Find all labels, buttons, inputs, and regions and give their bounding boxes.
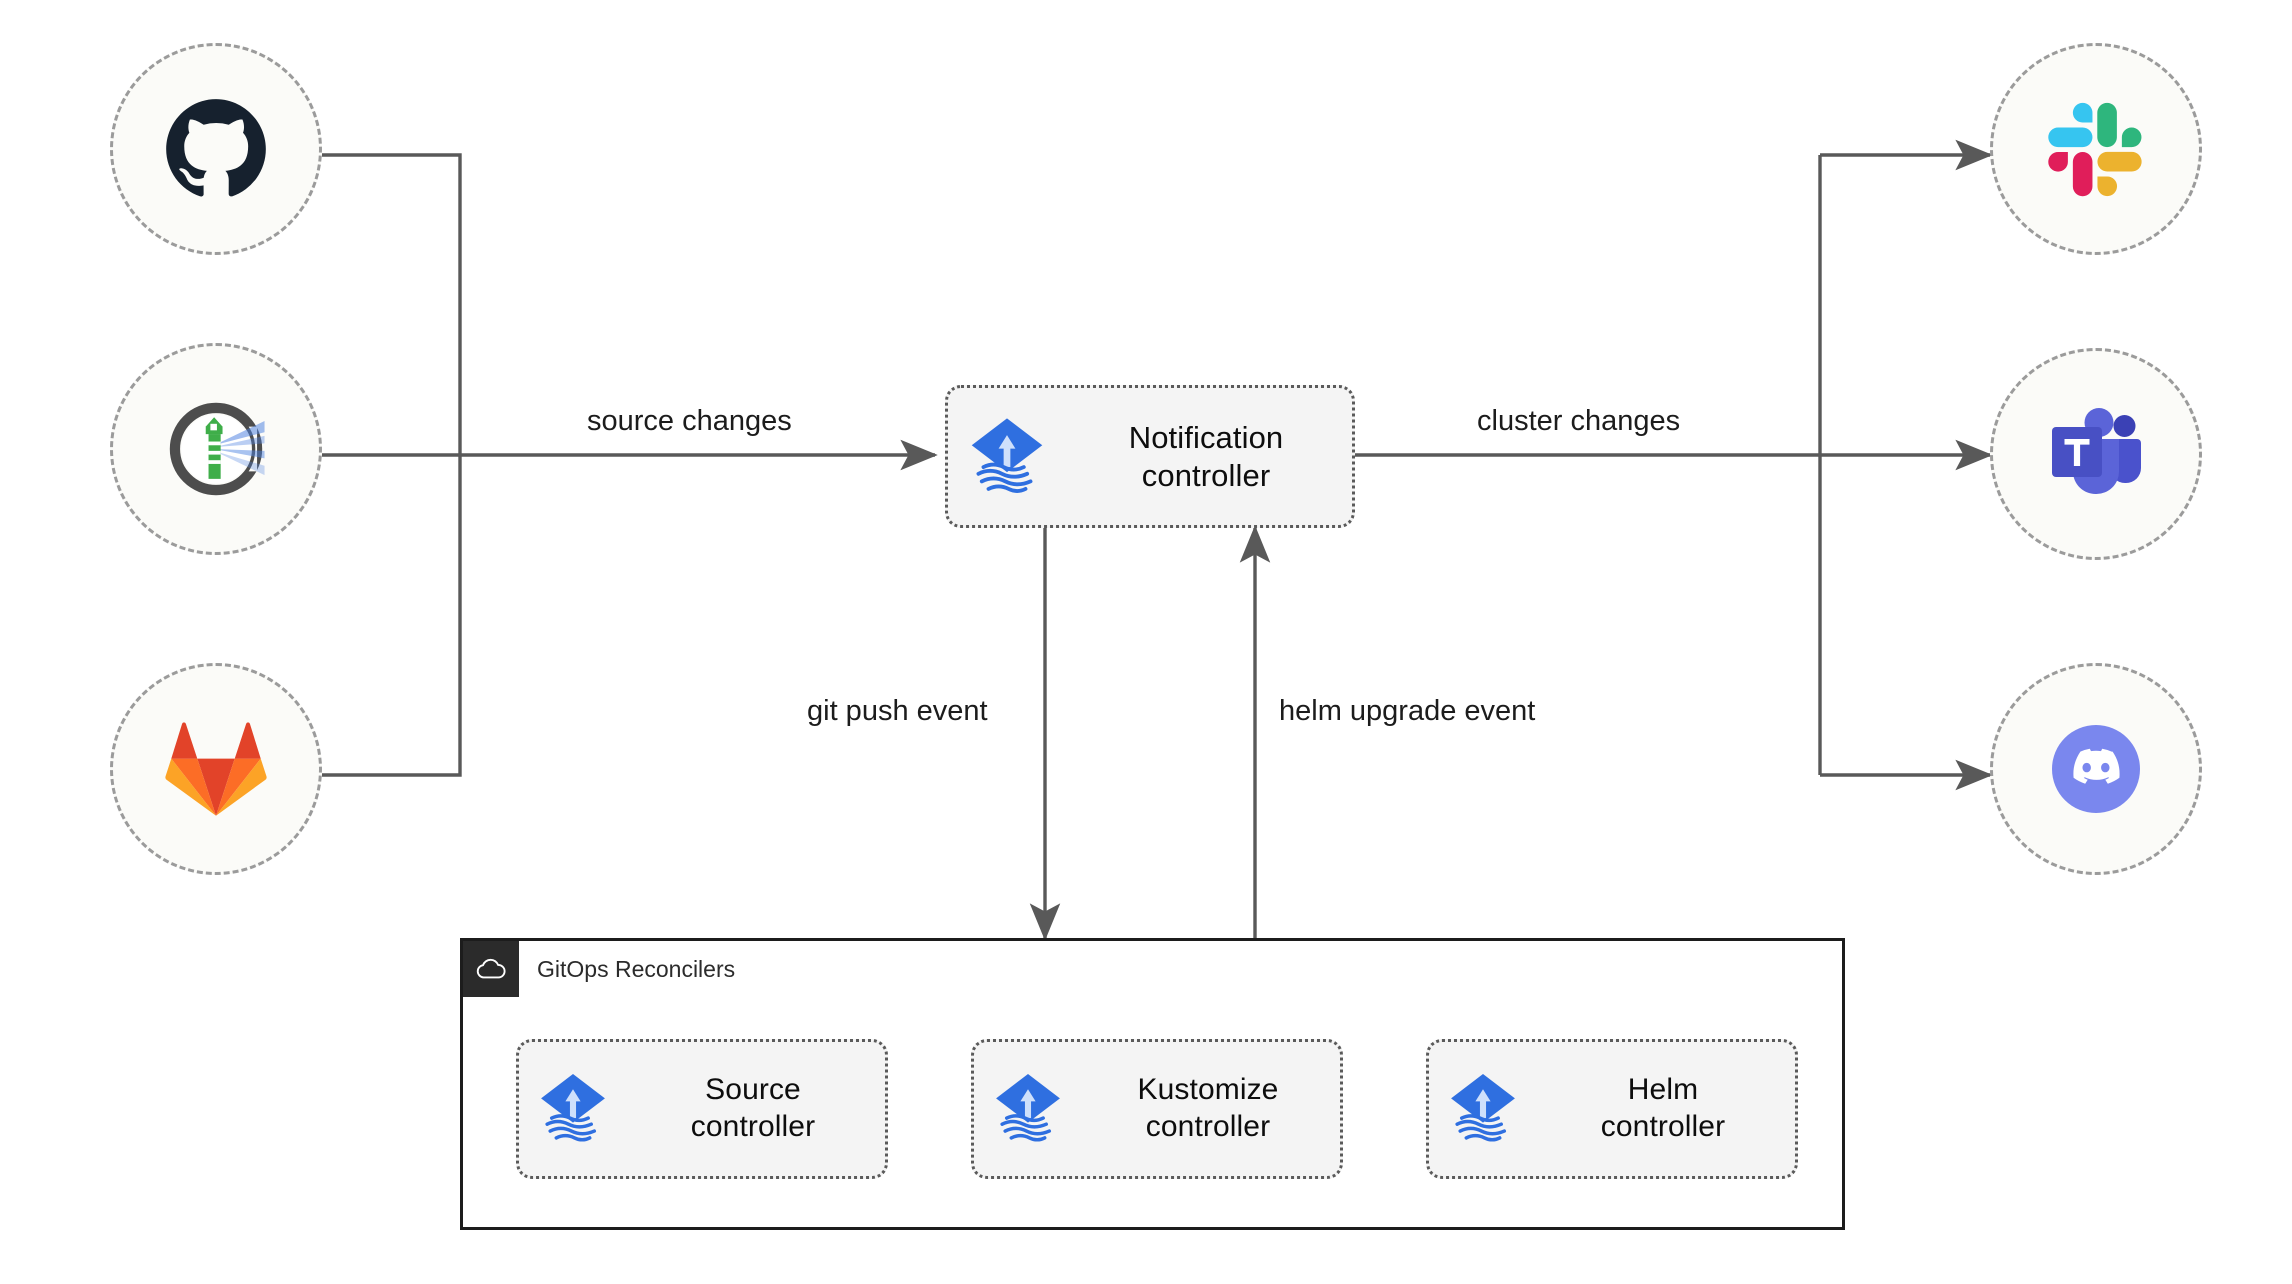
github-icon	[164, 97, 268, 201]
source-node-github[interactable]	[110, 43, 322, 255]
group-title: GitOps Reconcilers	[537, 955, 736, 982]
microsoft-teams-icon	[2044, 402, 2148, 506]
kustomize-controller-label: Kustomize controller	[1137, 1073, 1279, 1143]
discord-icon	[2041, 714, 2151, 824]
source-node-flux[interactable]	[110, 343, 322, 555]
edge-label-git-push-event: git push event	[800, 695, 995, 728]
flux-logo-icon	[519, 1071, 627, 1147]
edge-label-source-changes: source changes	[580, 405, 799, 438]
flux-logo-icon	[1429, 1071, 1537, 1147]
gitlab-icon	[164, 717, 268, 821]
flux-logo-icon	[948, 415, 1066, 499]
group-header: GitOps Reconcilers	[463, 941, 735, 997]
source-node-gitlab[interactable]	[110, 663, 322, 875]
flux-lighthouse-icon	[160, 393, 272, 505]
notification-controller-label: Notification controller	[1128, 419, 1284, 493]
destination-node-teams[interactable]	[1990, 348, 2202, 560]
kustomize-controller-node[interactable]: Kustomize controller	[971, 1039, 1343, 1179]
notification-controller-node[interactable]: Notification controller	[945, 385, 1355, 528]
helm-controller-node[interactable]: Helm controller	[1426, 1039, 1798, 1179]
cloud-icon	[463, 941, 519, 997]
source-controller-node[interactable]: Source controller	[516, 1039, 888, 1179]
gitops-reconcilers-group: GitOps Reconcilers Source controller	[460, 938, 1845, 1230]
edge-label-cluster-changes: cluster changes	[1470, 405, 1688, 438]
helm-controller-label: Helm controller	[1600, 1073, 1726, 1143]
destination-node-discord[interactable]	[1990, 663, 2202, 875]
flux-logo-icon	[974, 1071, 1082, 1147]
slack-icon	[2047, 100, 2145, 198]
destination-node-slack[interactable]	[1990, 43, 2202, 255]
edge-sources-bus	[322, 153, 462, 777]
source-controller-label: Source controller	[690, 1073, 816, 1143]
edge-label-helm-upgrade-event: helm upgrade event	[1272, 695, 1543, 728]
